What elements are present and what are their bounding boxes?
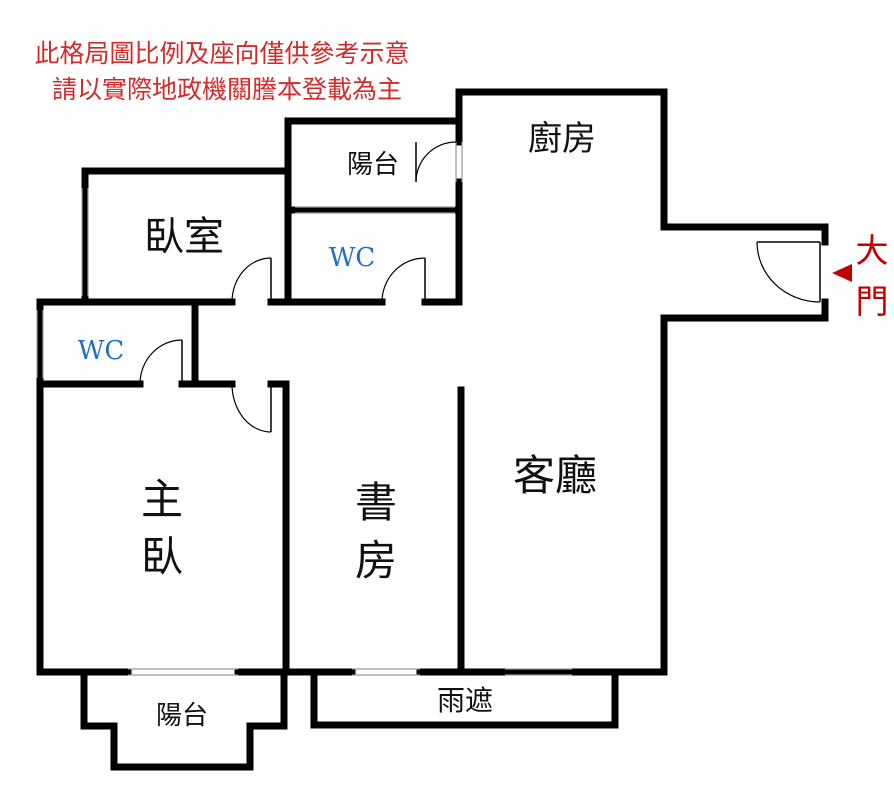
door-wc-upper — [381, 257, 426, 303]
doors — [139, 141, 852, 433]
room-study-label-2: 房 — [355, 536, 397, 585]
wall-balcony-bottom — [80, 668, 288, 771]
entrance-arrow-icon — [832, 264, 852, 282]
room-wc-left-label: WC — [78, 336, 125, 366]
room-balcony-bottom-label: 陽台 — [156, 701, 208, 731]
wall-master — [36, 380, 132, 676]
door-entrance — [756, 241, 821, 303]
wall-wc-left — [36, 298, 199, 388]
notice-line-1: 此格局圖比例及座向僅供參考示意 — [34, 39, 409, 68]
notice-line-2: 請以實際地政機關謄本登載為主 — [52, 75, 402, 104]
door-master — [231, 383, 272, 433]
room-living-label: 客廳 — [513, 451, 597, 500]
wall-outer-east — [455, 88, 829, 246]
wall-balcony-top — [284, 117, 463, 306]
entrance-label-1: 大 — [856, 231, 889, 270]
room-master-label-1: 主 — [141, 475, 183, 524]
room-balcony-top-label: 陽台 — [347, 150, 399, 180]
room-bedroom-label: 臥室 — [144, 214, 224, 260]
room-wc-upper-label: WC — [329, 243, 376, 273]
door-bedroom — [231, 257, 272, 303]
entrance-label-2: 門 — [856, 282, 889, 321]
room-master-label-2: 臥 — [141, 532, 183, 581]
windows — [36, 142, 572, 676]
door-wc-left — [139, 339, 183, 385]
room-kitchen-label: 廚房 — [528, 119, 596, 159]
room-study-label-1: 書 — [355, 478, 397, 527]
wall-canopy — [310, 668, 619, 729]
door-balcony-top — [415, 141, 457, 183]
walls — [36, 88, 829, 771]
room-canopy-label: 雨遮 — [437, 684, 493, 717]
